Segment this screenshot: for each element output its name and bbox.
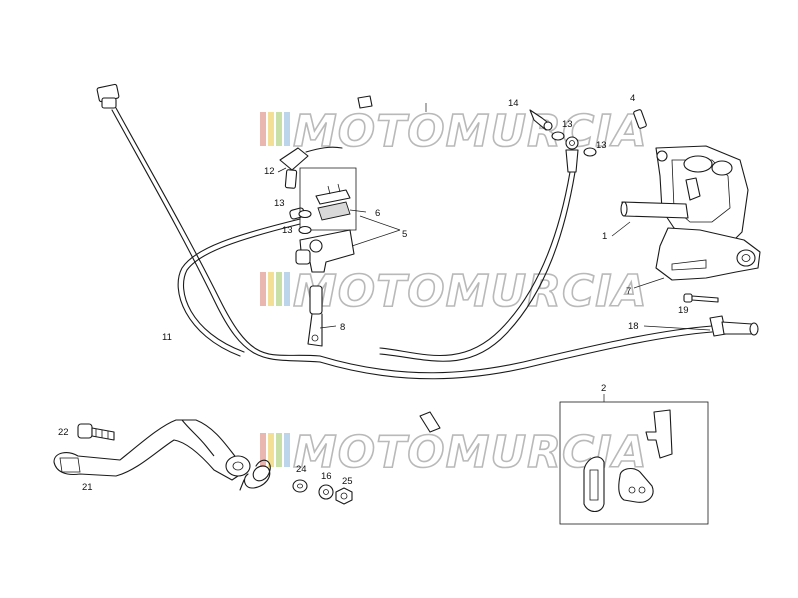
callout-12: 12	[264, 166, 275, 177]
banjo-bolt	[529, 109, 553, 131]
callout-14: 14	[508, 98, 519, 109]
pedal-washers	[292, 479, 353, 505]
callout-13-b: 13	[282, 225, 293, 236]
brake-hose	[319, 315, 759, 380]
brake-pad-kit	[559, 401, 709, 525]
bleed-screw	[633, 109, 647, 129]
callout-21: 21	[82, 482, 93, 493]
reservoir-cap	[357, 95, 373, 109]
callout-2: 2	[601, 383, 606, 394]
washers-banjo	[551, 131, 597, 157]
washers-master-cylinder	[298, 209, 312, 235]
callout-1: 1	[602, 231, 607, 242]
callouts: 1 2 4 5 6 7 8 11 12 13 13 13 13 14 16 18…	[58, 93, 689, 493]
caliper-hose	[379, 136, 579, 362]
callout-13-c: 13	[562, 119, 573, 130]
callout-16: 16	[321, 471, 332, 482]
watermark-stripes	[260, 272, 290, 306]
watermark-stripes	[260, 112, 290, 146]
master-cylinder-group	[295, 167, 357, 347]
callout-13-a: 13	[274, 198, 285, 209]
callout-8: 8	[340, 322, 345, 333]
pedal-bolt	[77, 423, 115, 441]
brake-caliper	[620, 145, 761, 281]
callout-6: 6	[375, 208, 380, 219]
watermark-text: MOTOMURCIA	[293, 266, 648, 317]
callout-19: 19	[678, 305, 689, 316]
callout-5: 5	[402, 229, 407, 240]
leader-lines	[277, 103, 711, 402]
callout-25: 25	[342, 476, 353, 487]
callout-11: 11	[162, 332, 172, 343]
callout-13-d: 13	[596, 140, 607, 151]
callout-22: 22	[58, 427, 69, 438]
watermark-stripes	[260, 433, 290, 467]
return-spring	[239, 459, 271, 491]
brake-pedal	[53, 419, 251, 481]
pushrod-pin	[419, 411, 441, 433]
callout-4: 4	[630, 93, 635, 104]
watermark-middle: MOTOMURCIA	[260, 265, 648, 318]
callout-18: 18	[628, 321, 639, 332]
callout-24: 24	[296, 464, 307, 475]
hose-fitting	[279, 146, 343, 189]
caliper-bolt	[683, 293, 719, 303]
callout-7: 7	[626, 286, 631, 297]
